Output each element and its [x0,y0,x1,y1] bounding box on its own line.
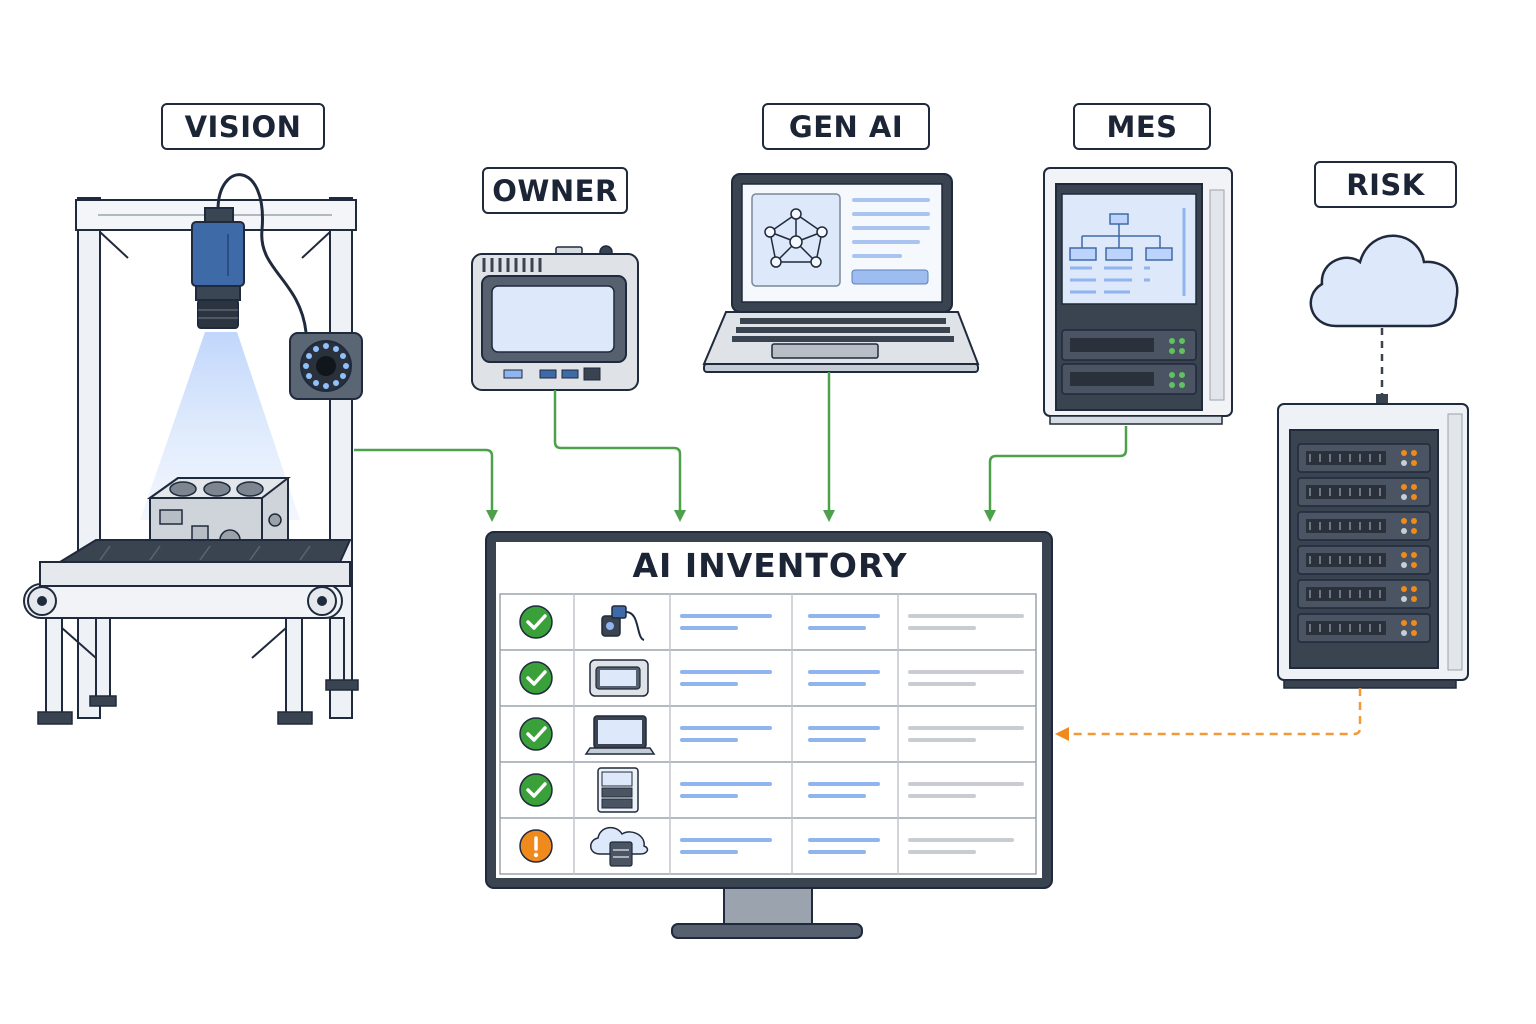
edge-device [471,245,639,391]
laptop-icon [584,715,656,755]
inventory-table [499,593,1037,875]
label-gen-ai: GEN AI [762,103,930,150]
vision-to-inventory-arrow [354,448,498,522]
rack-unit [1297,511,1431,541]
table-row [519,826,1014,867]
check-circle-icon [519,605,553,639]
check-circle-icon [519,773,553,807]
rack-unit [1297,443,1431,473]
table-row [519,715,1024,755]
text-placeholder-lines [808,614,880,630]
text-placeholder-lines [680,670,772,686]
text-placeholder-lines [808,838,880,854]
owner-to-inventory-arrow [553,390,686,522]
conveyor-belt [23,539,359,725]
flowchart-icon [1069,213,1173,261]
cloud-icon [1309,234,1459,328]
table-row [519,605,1024,641]
ring-light-icon [289,332,363,400]
text-placeholder-lines [680,726,772,742]
rack-unit [1297,579,1431,609]
text-placeholder-lines [808,726,880,742]
rack-unit [1061,363,1197,395]
camera-light-beam [140,332,300,520]
rack-unit [1297,477,1431,507]
text-placeholder-lines [680,782,772,798]
label-vision: VISION [161,103,325,150]
cloud-server-icon [590,826,649,867]
inventory-title: AI INVENTORY [632,546,908,585]
mes-to-inventory-arrow [984,426,1128,522]
table-row [519,767,1024,813]
check-circle-icon [519,661,553,695]
label-risk: RISK [1314,161,1457,208]
text-placeholder-lines [908,838,1014,854]
network-graph-icon [764,208,828,268]
label-owner: OWNER [482,167,628,214]
text-placeholder-lines [808,670,880,686]
rack-unit [1061,329,1197,361]
vision-station [23,173,363,725]
text-placeholder-lines [908,726,1024,742]
text-placeholder-lines [680,838,772,854]
text-placeholder-lines [908,670,1024,686]
text-placeholder-lines [908,614,1024,630]
laptop-icon [702,173,980,373]
mes-server-cabinet [1043,167,1233,425]
camera-icon [601,605,645,641]
risk-to-inventory-arrow [1055,688,1362,741]
rack-unit [1297,545,1431,575]
server-cabinet-icon [597,767,639,813]
edge-device-icon [589,659,649,697]
table-row [519,659,1024,697]
connector-lines [354,372,1362,741]
rack-unit [1297,613,1431,643]
warning-circle-icon [519,829,553,863]
text-placeholder-lines [808,782,880,798]
camera-icon [191,207,245,329]
text-placeholder-lines [908,782,1024,798]
text-placeholder-lines [680,614,772,630]
label-mes: MES [1073,103,1211,150]
check-circle-icon [519,717,553,751]
